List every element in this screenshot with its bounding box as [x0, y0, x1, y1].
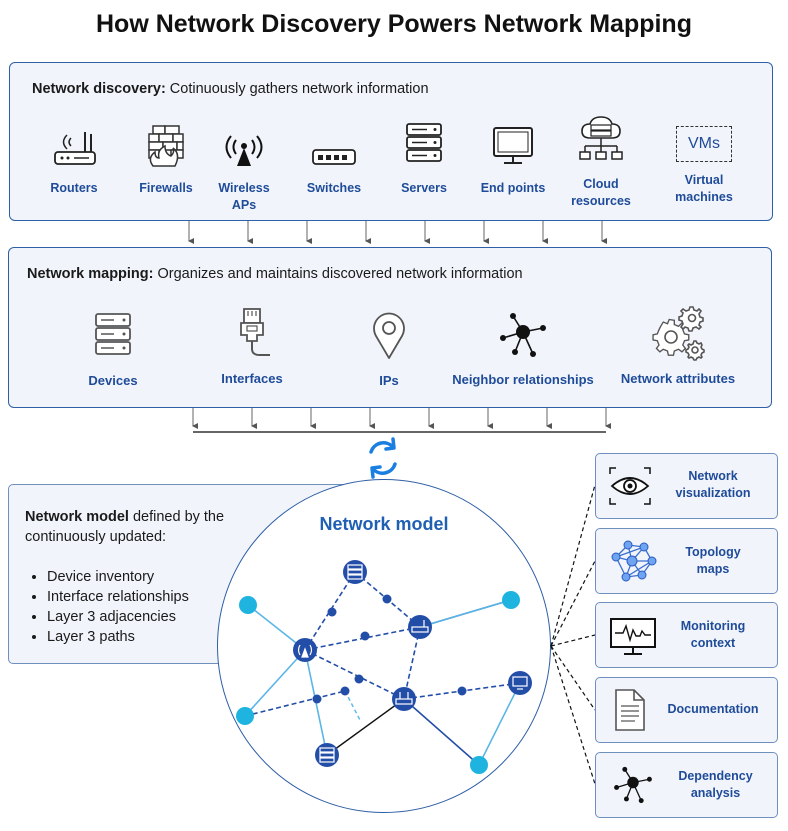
discovery-to-mapping-arrows [188, 221, 607, 244]
network-model-intro-bold: Network model [25, 509, 129, 525]
page-title: How Network Discovery Powers Network Map… [96, 10, 692, 38]
discovery-heading: Network discovery: Cotinuously gathers n… [32, 81, 429, 97]
bullet-device-inventory: Device inventory [47, 567, 189, 587]
mapping-label-devices: Devices [88, 373, 138, 388]
monitor-pulse-icon [610, 618, 656, 655]
discovery-label-end-points: End points [480, 181, 546, 195]
discovery-item-servers: Servers [384, 120, 464, 197]
location-pin-icon [373, 312, 405, 359]
mapping-item-network-attributes: Network attributes [614, 305, 742, 387]
discovery-item-switches: Switches [294, 128, 374, 197]
discovery-label-virtual-machines: Virtual machines [675, 173, 733, 204]
discovery-item-wireless-aps: Wireless APs [204, 128, 284, 214]
document-icon [615, 689, 645, 731]
eye-icon [609, 467, 651, 505]
firewall-icon [148, 125, 184, 167]
network-model-circle [217, 479, 551, 813]
output-connectors [550, 484, 596, 785]
discovery-panel: Network discovery: Cotinuously gathers n… [9, 62, 773, 221]
discovery-label-firewalls: Firewalls [139, 181, 193, 195]
network-model-title: Network model [319, 514, 449, 534]
discovery-label-cloud-resources: Cloud resources [571, 177, 631, 208]
mapping-item-ips: IPs [349, 308, 429, 389]
output-label-topology-maps: Topology maps [685, 545, 741, 576]
device-stack-icon [95, 313, 131, 355]
mapping-label-neighbor-relationships: Neighbor relationships [452, 372, 594, 387]
mapping-heading: Network mapping: Organizes and maintains… [27, 266, 523, 282]
mapping-label-interfaces: Interfaces [221, 371, 283, 386]
ethernet-plug-icon [240, 308, 270, 356]
cloud-network-icon [579, 116, 623, 160]
mapping-item-devices: Devices [73, 310, 153, 389]
bullet-interface-relationships: Interface relationships [47, 587, 189, 607]
mesh-icon [611, 540, 657, 582]
mapping-item-interfaces: Interfaces [212, 305, 292, 387]
output-topology-maps: Topology maps [595, 528, 778, 594]
network-model-intro: Network model defined by the continuousl… [25, 507, 245, 547]
refresh-icon [369, 437, 397, 479]
wireless-ap-icon [225, 135, 263, 166]
mapping-label-network-attributes: Network attributes [620, 371, 736, 386]
discovery-label-switches: Switches [306, 181, 362, 195]
output-network-visualization: Network visualization [595, 453, 778, 519]
bullet-layer3-adjacencies: Layer 3 adjacencies [47, 607, 189, 627]
switch-icon [312, 149, 356, 165]
discovery-item-virtual-machines: VMs Virtual machines [662, 126, 746, 206]
output-monitoring-context: Monitoring context [595, 602, 778, 668]
monitor-icon [493, 127, 533, 164]
mapping-label-ips: IPs [379, 373, 399, 388]
mapping-heading-bold: Network mapping: [27, 266, 154, 282]
gears-icon [652, 306, 705, 361]
server-icon [406, 123, 442, 162]
discovery-item-firewalls: Firewalls [126, 120, 206, 197]
router-icon [54, 132, 96, 165]
discovery-heading-bold: Network discovery: [32, 81, 166, 97]
discovery-label-wireless-aps: Wireless APs [218, 181, 270, 212]
discovery-label-servers: Servers [401, 181, 447, 195]
discovery-item-end-points: End points [470, 120, 556, 197]
hub-nodes-icon [500, 313, 546, 357]
bullet-layer3-paths: Layer 3 paths [47, 627, 189, 647]
network-model-bullets: Device inventory Interface relationships… [29, 567, 189, 647]
network-model-intro-text: defined by the continuously updated: [25, 509, 225, 545]
mapping-to-model-arrows [192, 408, 611, 429]
discovery-item-routers: Routers [34, 128, 114, 197]
vms-icon: VMs [676, 126, 732, 162]
output-label-dependency-analysis: Dependency analysis [678, 769, 753, 800]
output-dependency-analysis: Dependency analysis [595, 752, 778, 818]
discovery-label-routers: Routers [50, 181, 98, 195]
discovery-heading-text: Cotinuously gathers network information [165, 81, 429, 97]
hub-nodes-icon [614, 766, 652, 804]
output-label-documentation: Documentation [667, 702, 759, 716]
output-label-network-visualization: Network visualization [675, 469, 751, 500]
mapping-item-neighbor-relationships: Neighbor relationships [448, 308, 598, 388]
output-label-monitoring-context: Monitoring context [680, 619, 746, 650]
mapping-heading-text: Organizes and maintains discovered netwo… [153, 266, 523, 282]
discovery-item-cloud-resources: Cloud resources [561, 116, 641, 210]
output-documentation: Documentation [595, 677, 778, 743]
